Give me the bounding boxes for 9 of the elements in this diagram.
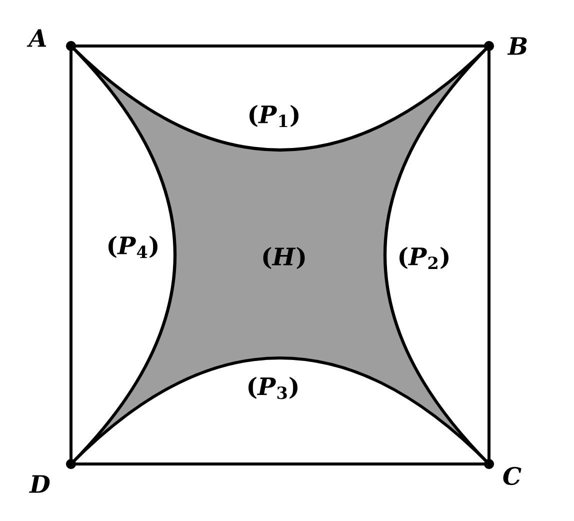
region-label: (H) <box>263 247 305 269</box>
region-label: (P$_{4}$) <box>108 236 158 258</box>
region-label: (P$_{3}$) <box>248 376 298 400</box>
point-label: A <box>26 29 46 47</box>
region-label: (P$_{1}$) <box>250 104 298 128</box>
region-label: (P$_{2}$) <box>400 246 448 270</box>
point-label: B <box>507 37 527 55</box>
point-label: D <box>29 475 50 493</box>
point-label: C <box>503 466 522 486</box>
